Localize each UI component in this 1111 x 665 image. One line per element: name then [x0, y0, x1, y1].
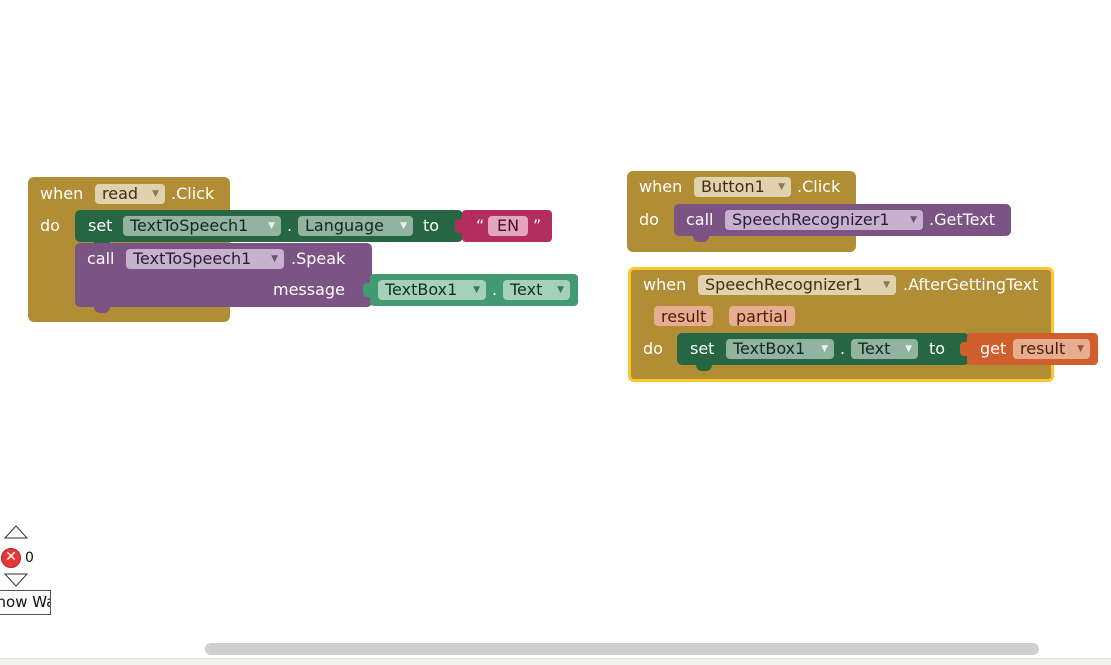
component-dropdown-button1[interactable]: Button1 ▼	[694, 177, 791, 197]
call-label: call	[87, 249, 115, 268]
dropdown-arrow-icon: ▼	[910, 215, 917, 225]
text-value: EN	[496, 216, 520, 235]
dot-label: .	[840, 339, 846, 358]
component-dropdown-textbox1[interactable]: TextBox1 ▼	[726, 339, 834, 359]
property-dropdown-text[interactable]: Text ▼	[503, 280, 570, 300]
dropdown-arrow-icon: ▼	[821, 344, 828, 354]
when-label: when	[40, 184, 84, 203]
quote-close-label: ”	[533, 216, 542, 235]
dot-label: .	[287, 216, 293, 235]
param-result[interactable]: result	[654, 306, 714, 326]
block-notch	[693, 236, 709, 242]
to-label: to	[423, 216, 440, 235]
bottom-bar	[0, 658, 1111, 665]
dropdown-value: result	[1020, 339, 1066, 358]
dropdown-arrow-icon: ▼	[268, 221, 275, 231]
dropdown-value: TextBox1	[385, 280, 458, 299]
dropdown-arrow-icon: ▼	[557, 285, 564, 295]
horizontal-scrollbar[interactable]	[205, 643, 1039, 655]
do-label: do	[643, 339, 663, 358]
component-dropdown-texttospeech[interactable]: TextToSpeech1 ▼	[126, 249, 284, 269]
dropdown-arrow-icon: ▼	[473, 285, 480, 295]
error-count: 0	[25, 550, 34, 566]
when-label: when	[639, 177, 683, 196]
event-name-label: .Click	[797, 177, 841, 196]
input-tab	[455, 219, 462, 233]
warning-indicator: ✕ 0 Show Warnings	[0, 524, 60, 619]
dropdown-arrow-icon: ▼	[152, 189, 159, 199]
dropdown-value: TextToSpeech1	[133, 249, 252, 268]
event-name-label: .AfterGettingText	[903, 275, 1039, 294]
dropdown-value: Button1	[701, 177, 765, 196]
set-label: set	[690, 339, 715, 358]
variable-dropdown-result[interactable]: result ▼	[1013, 339, 1090, 359]
show-warnings-button[interactable]: Show Warnings	[0, 590, 51, 615]
event-name-label: .Click	[171, 184, 215, 203]
block-notch	[94, 307, 110, 313]
component-dropdown-speechrecognizer[interactable]: SpeechRecognizer1 ▼	[698, 275, 896, 295]
dropdown-value: TextToSpeech1	[130, 216, 249, 235]
dropdown-arrow-icon: ▼	[271, 254, 278, 264]
dropdown-arrow-icon: ▼	[905, 344, 912, 354]
call-label: call	[686, 210, 714, 229]
dropdown-value: SpeechRecognizer1	[705, 275, 863, 294]
get-label: get	[980, 339, 1007, 358]
method-name-label: .Speak	[291, 249, 346, 268]
input-tab	[363, 283, 370, 297]
dropdown-value: Language	[305, 216, 384, 235]
dropdown-arrow-icon: ▼	[400, 221, 407, 231]
component-dropdown-read[interactable]: read ▼	[95, 184, 165, 204]
dropdown-value: read	[102, 184, 139, 203]
dropdown-value: TextBox1	[733, 339, 806, 358]
quote-open-label: “	[476, 216, 485, 235]
param-partial[interactable]: partial	[729, 306, 795, 326]
set-label: set	[88, 216, 113, 235]
previous-arrow-icon[interactable]	[3, 524, 29, 540]
text-input-en[interactable]: EN	[488, 216, 528, 236]
dropdown-value: Text	[858, 339, 891, 358]
component-dropdown-texttospeech[interactable]: TextToSpeech1 ▼	[123, 216, 281, 236]
do-label: do	[40, 216, 60, 235]
method-name-label: .GetText	[929, 210, 995, 229]
do-label: do	[639, 210, 659, 229]
input-tab	[960, 342, 967, 356]
dropdown-arrow-icon: ▼	[1077, 344, 1084, 354]
to-label: to	[929, 339, 946, 358]
next-arrow-icon[interactable]	[3, 572, 29, 588]
component-dropdown-speechrecognizer[interactable]: SpeechRecognizer1 ▼	[725, 210, 923, 230]
dot-label: .	[492, 280, 498, 299]
dropdown-value: Text	[510, 280, 543, 299]
component-dropdown-textbox1[interactable]: TextBox1 ▼	[378, 280, 486, 300]
property-dropdown-language[interactable]: Language ▼	[298, 216, 413, 236]
when-label: when	[643, 275, 687, 294]
dropdown-arrow-icon: ▼	[883, 280, 890, 290]
dropdown-value: SpeechRecognizer1	[732, 210, 890, 229]
message-label: message	[273, 280, 345, 299]
dropdown-arrow-icon: ▼	[778, 182, 785, 192]
property-dropdown-text[interactable]: Text ▼	[851, 339, 918, 359]
error-icon: ✕	[1, 548, 21, 568]
block-notch	[696, 365, 712, 371]
